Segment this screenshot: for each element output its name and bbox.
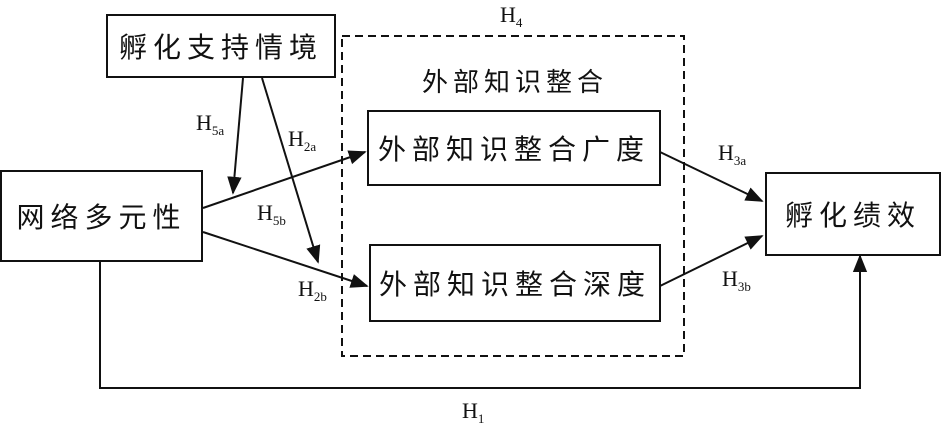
integration-group-title: 外部知识整合 <box>422 62 608 99</box>
arrow-network-to-performance <box>99 254 868 389</box>
label-h5b-main: H <box>257 200 273 225</box>
label-h3b: H3b <box>722 266 751 294</box>
node-network-diversity-label: 网络多元性 <box>16 201 187 234</box>
node-incubation-support: 孵化支持情境 <box>106 14 336 78</box>
node-depth: 外部知识整合深度 <box>369 244 661 322</box>
label-h1-main: H <box>462 398 478 423</box>
label-h1-sub: 1 <box>477 411 485 426</box>
label-h2a-sub: 2a <box>303 139 317 154</box>
label-h2b: H2b <box>298 276 327 304</box>
integration-group-frame <box>341 35 685 357</box>
node-breadth-label: 外部知识整合广度 <box>377 133 650 166</box>
arrow-network-to-depth <box>202 231 369 288</box>
label-h4-main: H <box>500 2 516 27</box>
node-depth-label: 外部知识整合深度 <box>378 268 651 301</box>
label-h3a-sub: 3a <box>733 153 747 168</box>
label-h3b-main: H <box>722 266 738 291</box>
label-h2b-sub: 2b <box>313 289 327 304</box>
label-h5a-main: H <box>196 110 212 135</box>
node-network-diversity: 网络多元性 <box>0 170 203 262</box>
label-h5b-sub: 5b <box>272 213 286 228</box>
label-h4: H4 <box>500 2 523 30</box>
label-h3a-main: H <box>718 140 734 165</box>
node-incubation-support-label: 孵化支持情境 <box>118 31 323 64</box>
arrow-network-to-breadth <box>202 150 367 209</box>
arrow-depth-to-performance <box>659 235 764 287</box>
integration-group-label: 外部知识整合 <box>422 68 609 98</box>
label-h2b-main: H <box>298 276 314 301</box>
node-performance: 孵化绩效 <box>765 172 941 256</box>
label-h3b-sub: 3b <box>737 279 751 294</box>
label-h2a-main: H <box>288 126 304 151</box>
label-h5a: H5a <box>196 110 225 138</box>
arrow-support-h5b <box>261 77 321 264</box>
arrow-breadth-to-performance <box>659 151 764 202</box>
arrow-support-h5a <box>227 77 244 195</box>
label-h5a-sub: 5a <box>211 123 225 138</box>
node-performance-label: 孵化绩效 <box>784 199 921 232</box>
label-h2a: H2a <box>288 126 317 154</box>
node-breadth: 外部知识整合广度 <box>367 110 661 186</box>
label-h4-sub: 4 <box>515 15 523 30</box>
label-h5b: H5b <box>257 200 286 228</box>
label-h1: H1 <box>462 398 485 426</box>
label-h3a: H3a <box>718 140 747 168</box>
